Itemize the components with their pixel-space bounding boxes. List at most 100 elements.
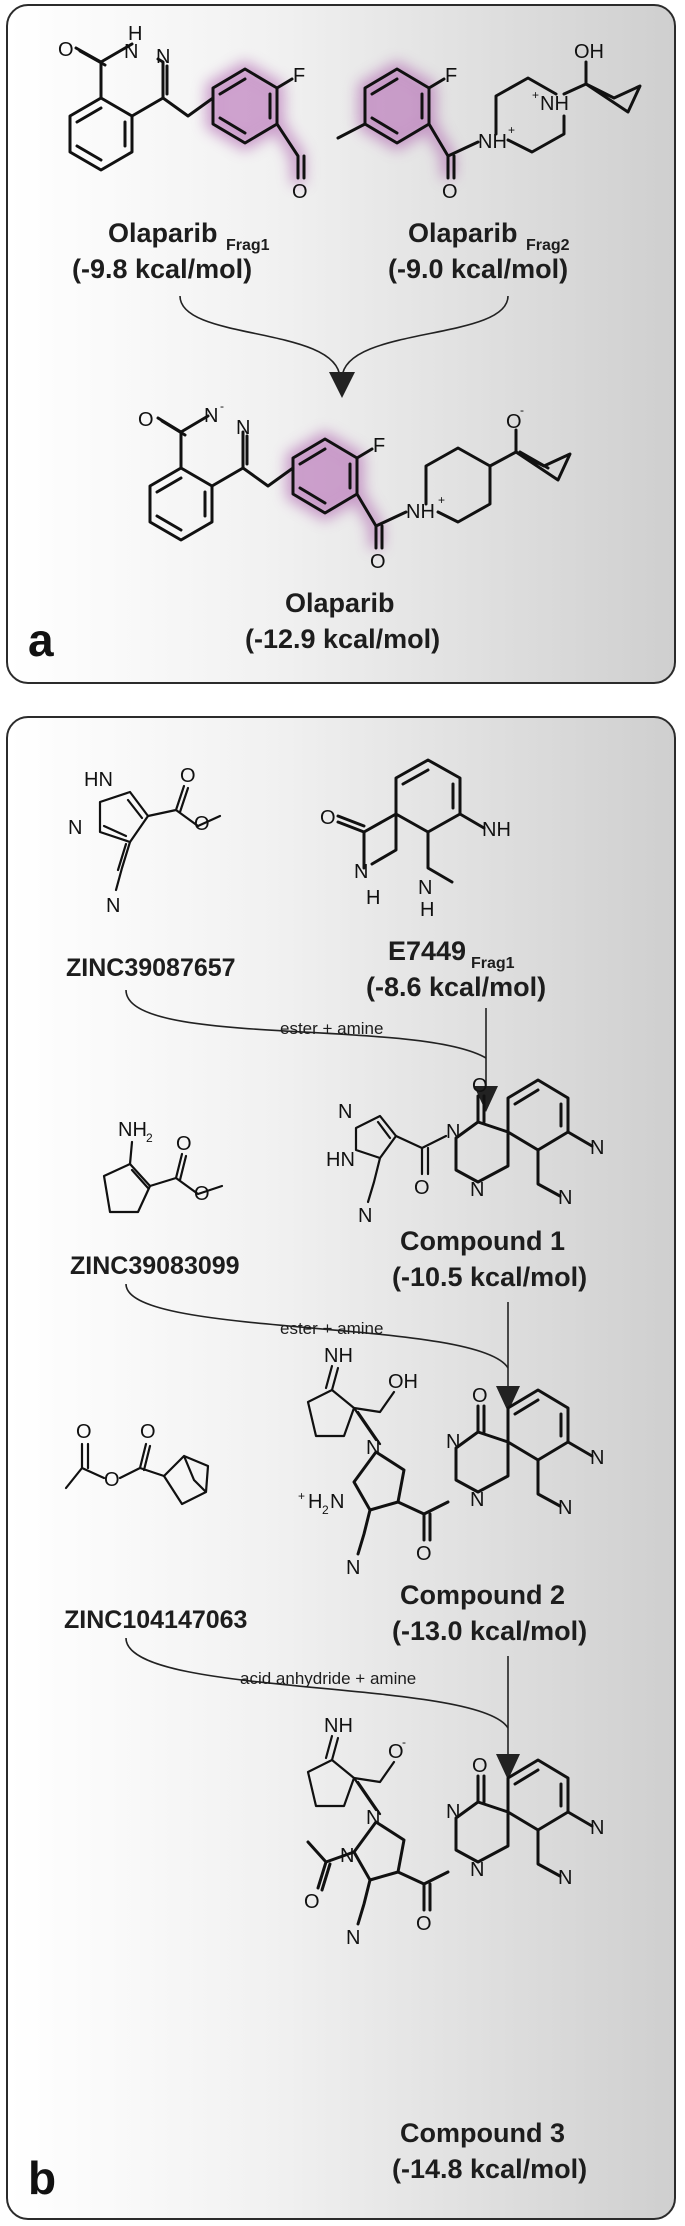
reaction-arrow-1: ester + amine bbox=[125, 989, 498, 1112]
subscript-2: 2 bbox=[322, 1503, 329, 1517]
atom-h2n-plus: H bbox=[308, 1491, 322, 1513]
atom-n: N bbox=[340, 1845, 354, 1867]
atom-n: N bbox=[330, 1491, 344, 1513]
label-frag1: Olaparib Frag1 (-9.8 kcal/mol) bbox=[72, 218, 270, 284]
panel-a: O H N N F O F O NH + NH + OH Olaparib Fr… bbox=[6, 4, 676, 684]
svg-text:(-10.5 kcal/mol): (-10.5 kcal/mol) bbox=[392, 1262, 587, 1292]
atom-n: N bbox=[558, 1497, 572, 1519]
svg-text:E7449: E7449 bbox=[388, 936, 466, 966]
atom-h: H bbox=[420, 899, 434, 921]
panel-letter-a: a bbox=[28, 614, 54, 666]
charge-plus: + bbox=[438, 493, 445, 507]
atom-n: N bbox=[346, 1557, 360, 1579]
svg-text:(-12.9 kcal/mol): (-12.9 kcal/mol) bbox=[245, 624, 440, 654]
label-olaparib: Olaparib (-12.9 kcal/mol) bbox=[245, 588, 440, 654]
atom-n: N bbox=[446, 1801, 460, 1823]
atom-f: F bbox=[445, 65, 457, 87]
svg-text:(-8.6 kcal/mol): (-8.6 kcal/mol) bbox=[366, 972, 546, 1002]
atom-n: N bbox=[446, 1431, 460, 1453]
atom-o: O bbox=[180, 765, 196, 787]
atom-nh-plus: NH bbox=[478, 131, 507, 153]
reaction-label-3: acid anhydride + amine bbox=[240, 1669, 416, 1688]
atom-n: N bbox=[354, 861, 368, 883]
atom-f: F bbox=[373, 435, 385, 457]
atom-o: O bbox=[320, 807, 336, 829]
svg-text:Olaparib: Olaparib bbox=[108, 218, 218, 248]
svg-text:Frag2: Frag2 bbox=[526, 237, 570, 254]
atom-o: O bbox=[416, 1543, 432, 1565]
svg-text:(-14.8 kcal/mol): (-14.8 kcal/mol) bbox=[392, 2154, 587, 2184]
atom-n: N bbox=[418, 877, 432, 899]
atom-o: O bbox=[138, 409, 154, 431]
charge-plus: + bbox=[298, 1489, 305, 1503]
svg-text:(-9.8 kcal/mol): (-9.8 kcal/mol) bbox=[72, 254, 252, 284]
label-e7449: E7449 Frag1 (-8.6 kcal/mol) bbox=[366, 936, 546, 1002]
atom-n: N bbox=[68, 817, 82, 839]
reaction-label-1: ester + amine bbox=[280, 1019, 383, 1038]
charge-plus: + bbox=[508, 123, 515, 137]
atom-n: N bbox=[358, 1205, 372, 1227]
charge-plus: + bbox=[532, 88, 539, 102]
label-frag2: Olaparib Frag2 (-9.0 kcal/mol) bbox=[388, 218, 570, 284]
svg-text:Olaparib: Olaparib bbox=[285, 588, 395, 618]
atom-n: N bbox=[590, 1817, 604, 1839]
label-compound-1: Compound 1 (-10.5 kcal/mol) bbox=[392, 1226, 587, 1292]
charge-minus: - bbox=[520, 403, 524, 417]
svg-text:Frag1: Frag1 bbox=[471, 955, 515, 972]
svg-text:Compound 1: Compound 1 bbox=[400, 1226, 565, 1256]
atom-o: O bbox=[370, 551, 386, 573]
atom-n: N bbox=[366, 1807, 380, 1829]
charge-minus: - bbox=[220, 399, 224, 413]
label-zinc39087657: ZINC39087657 bbox=[66, 954, 236, 982]
zinc104147063-structure: O O O bbox=[64, 1421, 210, 1506]
svg-text:(-9.0 kcal/mol): (-9.0 kcal/mol) bbox=[388, 254, 568, 284]
merge-arrow bbox=[179, 295, 509, 398]
atom-n: N bbox=[590, 1447, 604, 1469]
compound-1-structure: N HN O N O N N N N bbox=[326, 1075, 604, 1227]
atom-oh: OH bbox=[388, 1371, 418, 1393]
charge-minus: - bbox=[402, 1735, 406, 1749]
svg-text:Olaparib: Olaparib bbox=[408, 218, 518, 248]
atom-h: H bbox=[366, 887, 380, 909]
atom-n: N bbox=[156, 46, 170, 68]
atom-o: O bbox=[506, 411, 522, 433]
atom-h: H bbox=[128, 23, 142, 45]
panel-b-diagram: HN N O O N ZINC39087657 O N H NH N H E74… bbox=[28, 758, 604, 2204]
atom-nh-plus: NH bbox=[406, 501, 435, 523]
atom-o: O bbox=[194, 813, 210, 835]
atom-o: O bbox=[416, 1913, 432, 1935]
atom-nh: NH bbox=[324, 1345, 353, 1367]
atom-o: O bbox=[304, 1891, 320, 1913]
atom-o: O bbox=[442, 181, 458, 203]
panel-b: HN N O O N ZINC39087657 O N H NH N H E74… bbox=[6, 716, 676, 2220]
atom-o: O bbox=[104, 1469, 120, 1491]
label-compound-3: Compound 3 (-14.8 kcal/mol) bbox=[392, 2118, 587, 2184]
atom-n: N bbox=[236, 417, 250, 439]
atom-n: N bbox=[346, 1927, 360, 1949]
atom-n: N bbox=[124, 41, 138, 63]
atom-hn: HN bbox=[84, 769, 113, 791]
atom-n: N bbox=[558, 1187, 572, 1209]
svg-text:(-13.0 kcal/mol): (-13.0 kcal/mol) bbox=[392, 1616, 587, 1646]
zinc39087657-structure: HN N O O N bbox=[68, 765, 222, 917]
atom-nh2: NH bbox=[118, 1119, 147, 1141]
svg-text:Compound 2: Compound 2 bbox=[400, 1580, 565, 1610]
e7449-frag1-structure: O N H NH N H bbox=[320, 758, 511, 921]
atom-nh-plus: NH bbox=[540, 93, 569, 115]
olaparib-frag1-structure: O H N N F O bbox=[58, 23, 308, 203]
atom-n: N bbox=[446, 1121, 460, 1143]
reaction-label-2: ester + amine bbox=[280, 1319, 383, 1338]
atom-n: N bbox=[470, 1859, 484, 1881]
atom-hn: HN bbox=[326, 1149, 355, 1171]
olaparib-structure: O N - N F O NH + O - bbox=[138, 399, 572, 573]
atom-o: O bbox=[472, 1755, 488, 1777]
atom-nh: NH bbox=[324, 1715, 353, 1737]
atom-o: O bbox=[414, 1177, 430, 1199]
atom-n: N bbox=[366, 1437, 380, 1459]
compound-2-structure: NH OH N H + 2 N O N O N N N N bbox=[298, 1345, 604, 1579]
atom-n: N bbox=[558, 1867, 572, 1889]
svg-text:Compound 3: Compound 3 bbox=[400, 2118, 565, 2148]
label-zinc104147063: ZINC104147063 bbox=[64, 1606, 247, 1634]
atom-o: O bbox=[76, 1421, 92, 1443]
olaparib-frag2-structure: F O NH + NH + OH bbox=[336, 41, 642, 203]
